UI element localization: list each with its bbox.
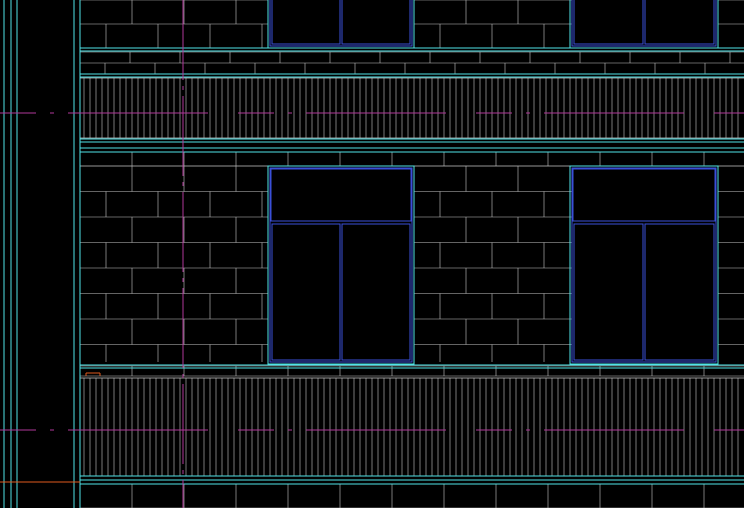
- edge-lines: [3, 0, 744, 508]
- window-lower-left-outer-frame: [267, 165, 415, 365]
- window-lower-right-left-sash: [573, 223, 644, 361]
- window-upper-left-frame: [269, 0, 413, 47]
- window-upper-right-outer-frame: [569, 0, 719, 49]
- window-lower-right-outer-frame: [569, 165, 719, 365]
- window-upper-right-right-sash: [644, 0, 715, 45]
- railing-hatch: [80, 77, 744, 477]
- window-lower-left-left-sash: [271, 223, 341, 361]
- window-lower-right-right-sash: [644, 223, 715, 361]
- window-lower-left-right-sash: [341, 223, 411, 361]
- window-upper-left-left-sash: [271, 0, 341, 45]
- window-lower-left-frame: [269, 167, 413, 363]
- window-upper-right-left-sash: [573, 0, 644, 45]
- window-lower-right-transom: [572, 168, 716, 222]
- window-upper-left-outer-frame: [267, 0, 415, 49]
- window-upper-left-right-sash: [341, 0, 411, 45]
- windows: [85, 0, 719, 376]
- window-lower-right-frame: [571, 167, 717, 363]
- window-lower-left-transom: [270, 168, 412, 222]
- window-upper-right-frame: [571, 0, 717, 47]
